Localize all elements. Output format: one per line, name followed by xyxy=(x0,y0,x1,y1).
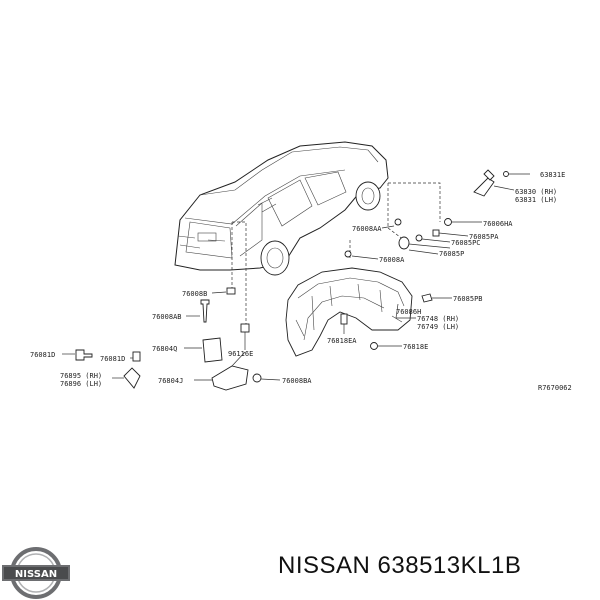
label-63831: 63831 (LH) xyxy=(515,196,557,204)
nissan-logo: NISSAN xyxy=(2,547,70,599)
label-76085pa: 76085PA xyxy=(469,233,499,241)
label-76086h: 76086H xyxy=(396,308,421,316)
label-76085pb: 76085PB xyxy=(453,295,483,303)
label-76006ha: 76006HA xyxy=(483,220,513,228)
label-96116e: 96116E xyxy=(228,350,253,358)
label-76895: 76895 (RH) xyxy=(60,372,102,380)
fender-liner xyxy=(285,267,413,357)
label-76008aa: 76008AA xyxy=(352,225,382,233)
label-76008a: 76008A xyxy=(379,256,405,264)
label-76748: 76748 (RH) xyxy=(417,315,459,323)
label-76804q: 76804Q xyxy=(152,345,177,353)
label-63831e: 63831E xyxy=(540,171,565,179)
nissan-logo-text: NISSAN xyxy=(15,569,57,580)
label-76896: 76896 (LH) xyxy=(60,380,102,388)
label-76085p: 76085P xyxy=(439,250,464,258)
label-76008b: 76008B xyxy=(182,290,207,298)
label-76804j: 76804J xyxy=(158,377,183,385)
car-illustration xyxy=(174,141,389,276)
diagram-ref-code: R7670062 xyxy=(538,384,572,392)
label-76818ea: 76818EA xyxy=(327,337,357,345)
label-76008ba: 76008BA xyxy=(282,377,312,385)
label-76081d-left: 76081D xyxy=(30,351,55,359)
label-76008ab: 76008AB xyxy=(152,313,182,321)
label-76081d: 76081D xyxy=(100,355,125,363)
label-76749: 76749 (LH) xyxy=(417,323,459,331)
label-76085pc: 76085PC xyxy=(451,239,481,247)
label-76818e: 76818E xyxy=(403,343,428,351)
label-63830: 63830 (RH) xyxy=(515,188,557,196)
part-number-title: NISSAN 638513KL1B xyxy=(278,552,522,579)
